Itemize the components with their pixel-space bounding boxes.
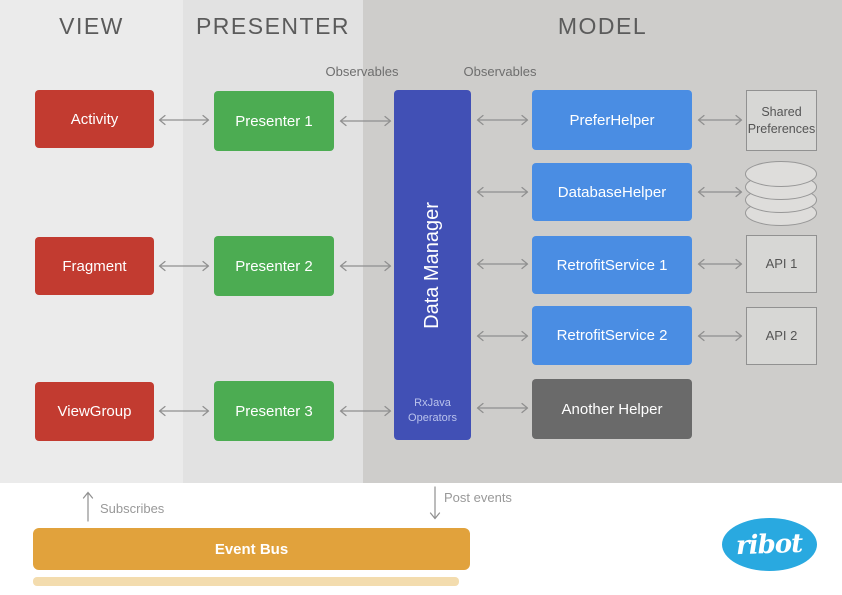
presenter2-node: Presenter 2 [214,236,334,296]
prefer-helper-node: PreferHelper [532,90,692,150]
post-events-label: Post events [444,490,512,505]
presenter-column-header: PRESENTER [195,13,351,39]
event-bus-shadow [33,577,459,586]
data-manager-label-wrap: Data Manager [394,90,471,440]
retrofit-service2-node: RetrofitService 2 [532,306,692,365]
api1-node: API 1 [746,235,817,293]
shared-preferences-node: Shared Preferences [746,90,817,151]
viewgroup-node: ViewGroup [35,382,154,441]
data-manager-label: Data Manager [421,201,443,329]
database-helper-node: DatabaseHelper [532,163,692,221]
model-column-header: MODEL [557,13,648,39]
another-helper-node: Another Helper [532,379,692,439]
activity-node: Activity [35,90,154,148]
database-cylinder-icon [745,161,817,226]
observables-label-left: Observables [325,64,399,79]
data-manager-node: Data Manager RxJava Operators [394,90,471,440]
ribot-logo-text: ribot [735,528,804,561]
ribot-logo: ribot [722,518,817,571]
event-bus-node: Event Bus [33,528,470,570]
subscribes-label: Subscribes [100,501,165,516]
observables-label-right: Observables [463,64,537,79]
api2-node: API 2 [746,307,817,365]
fragment-node: Fragment [35,237,154,295]
view-column-header: VIEW [59,13,124,39]
presenter3-node: Presenter 3 [214,381,334,441]
rxjava-operators-label: RxJava Operators [408,397,457,425]
presenter1-node: Presenter 1 [214,91,334,151]
retrofit-service1-node: RetrofitService 1 [532,236,692,294]
